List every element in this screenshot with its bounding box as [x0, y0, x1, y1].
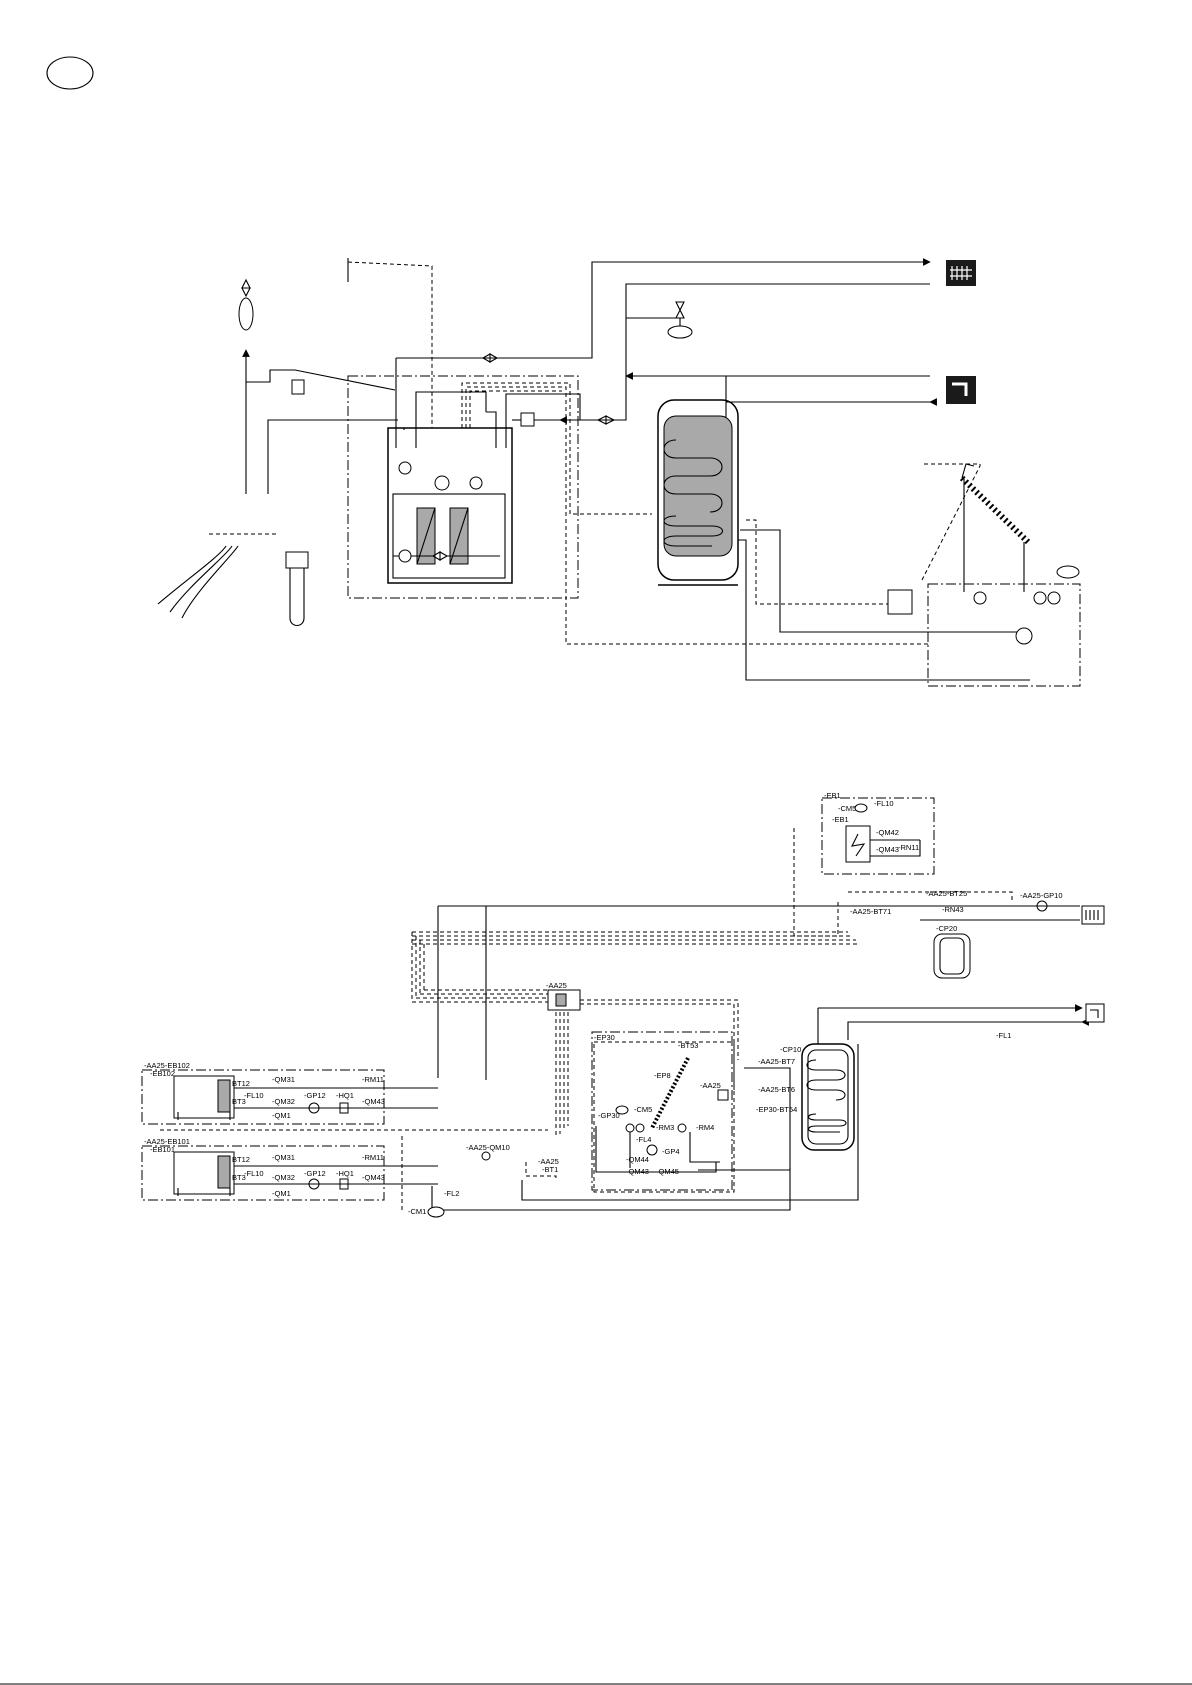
hot-water-tap-icon [946, 376, 976, 404]
label: -FL1 [996, 1031, 1011, 1040]
label: -FL10 [244, 1169, 264, 1178]
buffer-tank-icon [933, 933, 971, 979]
solar-collector-icon [650, 1057, 690, 1129]
label: -QM1 [272, 1111, 291, 1120]
label: -EB1 [832, 815, 849, 824]
label: -FL10 [874, 799, 894, 808]
brine-expansion-vessel-icon [238, 297, 254, 331]
label: -AA25 [700, 1081, 721, 1090]
language-marker-oval [46, 56, 94, 90]
label: -EB1 [824, 791, 841, 800]
solar-station-enclosure [927, 583, 1081, 687]
bore-hole-icon [289, 568, 305, 627]
label: -QM31 [272, 1075, 295, 1084]
label: -BT1 [542, 1165, 558, 1174]
label: -QM32 [272, 1097, 295, 1106]
radiator-icon [1081, 905, 1105, 925]
label: -FL2 [444, 1189, 459, 1198]
expansion-vessel-icon [667, 325, 693, 339]
label: -EP8 [654, 1071, 671, 1080]
label: -QM32 [272, 1173, 295, 1182]
water-heater-tank [801, 1043, 855, 1151]
eb102-enclosure [141, 1069, 385, 1125]
hot-water-tap-icon [1085, 1003, 1105, 1023]
label: -EB101 [150, 1145, 175, 1154]
filter-icon [520, 412, 535, 427]
label: -GP12 [304, 1091, 326, 1100]
label: -AA25-EB101 [144, 1137, 190, 1146]
solar-collector-icon [959, 475, 1031, 545]
label: -BT53 [678, 1041, 698, 1050]
label: -FL4 [636, 1135, 651, 1144]
label: BT12 [232, 1079, 250, 1088]
pump-icon [398, 461, 412, 475]
electric-boiler-icon [845, 825, 871, 863]
label: -AA25-BT7 [758, 1057, 795, 1066]
label: -AA25-EB102 [144, 1061, 190, 1070]
label: -CM5 [838, 804, 856, 813]
label: -CM5 [634, 1105, 652, 1114]
solar-controller-icon [887, 589, 913, 615]
label: BT12 [232, 1155, 250, 1164]
pump-icon [469, 476, 483, 490]
compressor-icon [434, 475, 450, 491]
heat-pump-cabinet [387, 427, 513, 584]
label: -AA25 [538, 1157, 559, 1166]
valve-icon [596, 415, 616, 425]
heating-return-pipe [559, 283, 930, 424]
heat-pump-enclosure [347, 375, 579, 599]
label: BT3 [232, 1097, 246, 1106]
label: -EP30 [594, 1033, 615, 1042]
label: -RN43 [942, 905, 964, 914]
pump-icon [398, 549, 412, 563]
heater-coil-icon [663, 439, 723, 513]
label: -QM31 [272, 1153, 295, 1162]
label: -GP30 [598, 1111, 620, 1120]
label: -FL10 [244, 1091, 264, 1100]
label: -GP12 [304, 1169, 326, 1178]
label: BT3 [232, 1173, 246, 1182]
ep30-enclosure [591, 1031, 733, 1191]
label: -RM3 [656, 1123, 674, 1132]
sensor-line [347, 261, 433, 428]
label: -AA25-BT71 [850, 907, 891, 916]
valve-icon [431, 551, 449, 561]
label: -QM43 [876, 845, 899, 854]
label: -QM42 [876, 828, 899, 837]
radiator-icon [946, 260, 976, 286]
label: -RN11 [898, 843, 919, 852]
valve-icon [481, 353, 499, 363]
filter-icon [291, 379, 305, 395]
label: -AA25-QM10 [466, 1143, 510, 1152]
label: -RM11 [362, 1153, 384, 1162]
lower-diagram: -EB1 -CM5 -FL10 -EB1 -QM42 -QM43 -RN11 -… [141, 791, 1105, 1218]
label: -QM44 [626, 1155, 649, 1164]
label: -RM4 [696, 1123, 714, 1132]
label: -HQ1 [336, 1169, 354, 1178]
label: -QM43 [362, 1173, 385, 1182]
label: -QM43 [362, 1097, 385, 1106]
label: -QM1 [272, 1189, 291, 1198]
label: -RM11 [362, 1075, 384, 1084]
label: -CM1 [408, 1207, 426, 1216]
pump-icon [646, 1144, 658, 1156]
label: -CP20 [936, 924, 957, 933]
label: -CP10 [780, 1045, 801, 1054]
solar-pump-icon [1015, 627, 1033, 645]
label: -AA25-BT25 [926, 889, 967, 898]
label: -EB102 [150, 1069, 175, 1078]
eb101-enclosure [141, 1145, 385, 1201]
expansion-vessel-icon [427, 1206, 445, 1218]
ground-collector-icon [157, 545, 239, 619]
label: -HQ1 [336, 1091, 354, 1100]
heating-flow-pipe [395, 262, 930, 448]
label: -EP30-BT54 [756, 1105, 797, 1114]
upper-diagram [157, 258, 1081, 687]
label: -AA25 [546, 981, 567, 990]
label: -AA25-GP10 [1020, 891, 1063, 900]
label: -GP4 [662, 1147, 680, 1156]
label: -AA25-BT6 [758, 1085, 795, 1094]
water-heater-tank [657, 399, 739, 581]
